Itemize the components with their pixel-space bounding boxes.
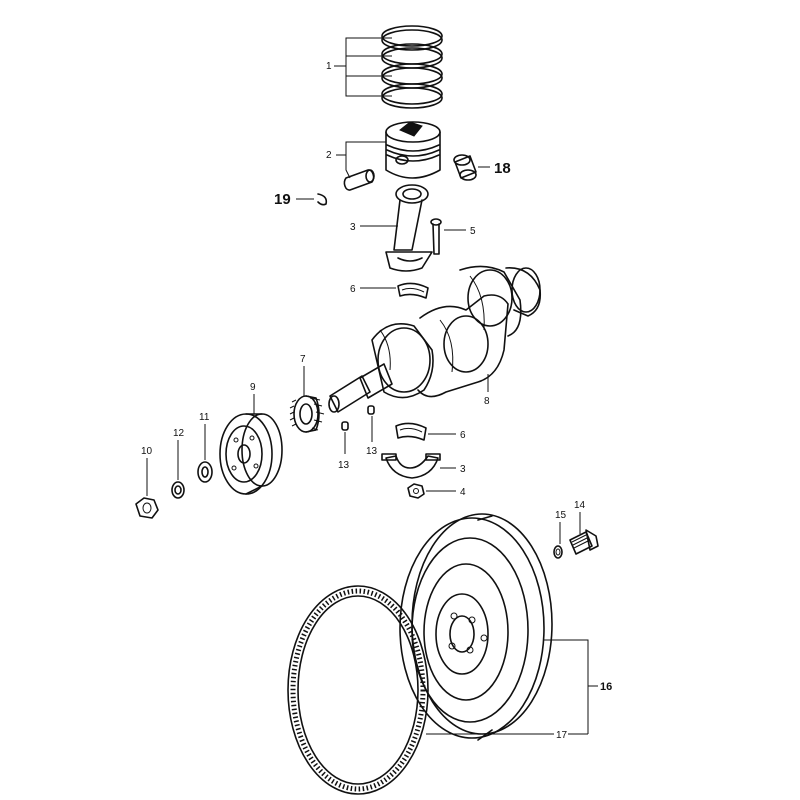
circlip (317, 193, 328, 206)
callout-2: 2 (326, 150, 332, 161)
piston-pin (343, 169, 375, 191)
callout-13b: 13 (366, 446, 378, 457)
flat-washer (197, 461, 213, 483)
leader-16 (544, 639, 598, 734)
woodruff-keys (341, 405, 375, 431)
rod-bolt (430, 218, 442, 255)
flywheel (399, 513, 553, 741)
crank-pulley (219, 413, 283, 495)
callout-9: 9 (250, 382, 256, 393)
callout-16: 16 (600, 681, 612, 693)
piston (385, 121, 441, 179)
leader-2 (336, 141, 386, 179)
callout-8: 8 (484, 396, 490, 407)
bolt-washer (553, 545, 563, 559)
callout-15: 15 (555, 510, 567, 521)
crankshaft (328, 265, 542, 413)
connecting-rod (385, 184, 433, 272)
callout-11: 11 (199, 412, 210, 423)
callout-3b: 3 (460, 464, 466, 475)
callout-13a: 13 (338, 460, 350, 471)
callout-18: 18 (494, 160, 511, 177)
callout-5: 5 (470, 226, 476, 237)
callout-4: 4 (460, 487, 466, 498)
callout-17: 17 (556, 730, 568, 741)
callout-7: 7 (300, 354, 306, 365)
lock-washer (171, 481, 185, 499)
rod-nut (407, 483, 425, 499)
callout-12: 12 (173, 428, 185, 439)
callout-6a: 6 (350, 284, 356, 295)
ring-gear (287, 585, 429, 795)
rod-cap (381, 453, 441, 479)
callout-19: 19 (274, 191, 291, 208)
flywheel-bolt (569, 529, 599, 555)
leader-1 (334, 37, 392, 97)
bearing-shell-upper (397, 282, 429, 299)
callout-14: 14 (574, 500, 586, 511)
callout-3a: 3 (350, 222, 356, 233)
callout-10: 10 (141, 446, 153, 457)
bearing-shell-lower (395, 422, 427, 441)
pulley-nut (135, 497, 159, 519)
timing-gear (289, 395, 325, 433)
small-end-bushing (453, 154, 477, 181)
callout-6b: 6 (460, 430, 466, 441)
callout-1: 1 (326, 61, 332, 72)
piston-rings (381, 25, 443, 109)
